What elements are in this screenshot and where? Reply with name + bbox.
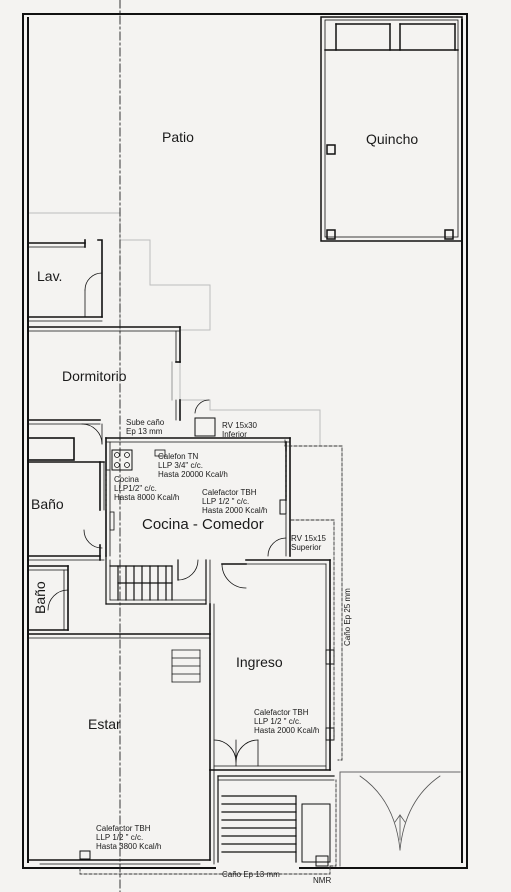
room-label-bano-2: Baño (32, 581, 48, 614)
cocina-walls (105, 417, 291, 557)
ghost-lines (27, 212, 321, 446)
quincho-walls (320, 16, 463, 242)
note-cano-inferior: Caño Ep 13 mm (222, 870, 280, 879)
room-label-cocina-comedor: Cocina - Comedor (142, 516, 264, 533)
room-label-estar: Estar (88, 716, 121, 732)
note-calefactor-estar: Calefactor TBH LLP 1/2 " c/c. Hasta 3800… (96, 824, 162, 851)
room-label-bano-1: Baño (31, 496, 64, 512)
lav-walls (27, 239, 103, 322)
front-stairs (217, 771, 461, 867)
note-calefactor-ingreso: Calefactor TBH LLP 1/2 " c/c. Hasta 2000… (254, 708, 320, 735)
room-label-dormitorio: Dormitorio (62, 368, 127, 384)
room-label-quincho: Quincho (366, 131, 419, 147)
note-cano-vertical: Caño Ep 25 mm (343, 588, 352, 646)
note-calefactor-cocina: Calefactor TBH LLP 1/2 " c/c. Hasta 2000… (202, 488, 268, 515)
bano-1-walls (27, 437, 105, 561)
room-label-patio: Patio (162, 129, 194, 145)
note-sube-cano: Sube caño Ep 13 mm (126, 418, 165, 436)
note-calefon: Calefon TN LLP 3/4" c/c. Hasta 20000 Kca… (158, 452, 228, 479)
room-label-lav: Lav. (37, 268, 63, 284)
note-cocina: Cocina LLP1/2" c/c. Hasta 8000 Kcal/h (114, 475, 180, 502)
ingreso-walls (171, 559, 335, 771)
dormitorio-walls (27, 326, 210, 445)
bano-2-walls (27, 565, 211, 639)
stairs (105, 555, 211, 605)
note-rv-superior: RV 15x15 Superior (291, 534, 326, 552)
gas-pipes (79, 439, 343, 875)
estar-walls (27, 769, 215, 865)
note-nmr: NMR (313, 876, 332, 885)
note-rv-inferior: RV 15x30 Inferior (222, 421, 257, 439)
room-label-ingreso: Ingreso (236, 654, 283, 670)
